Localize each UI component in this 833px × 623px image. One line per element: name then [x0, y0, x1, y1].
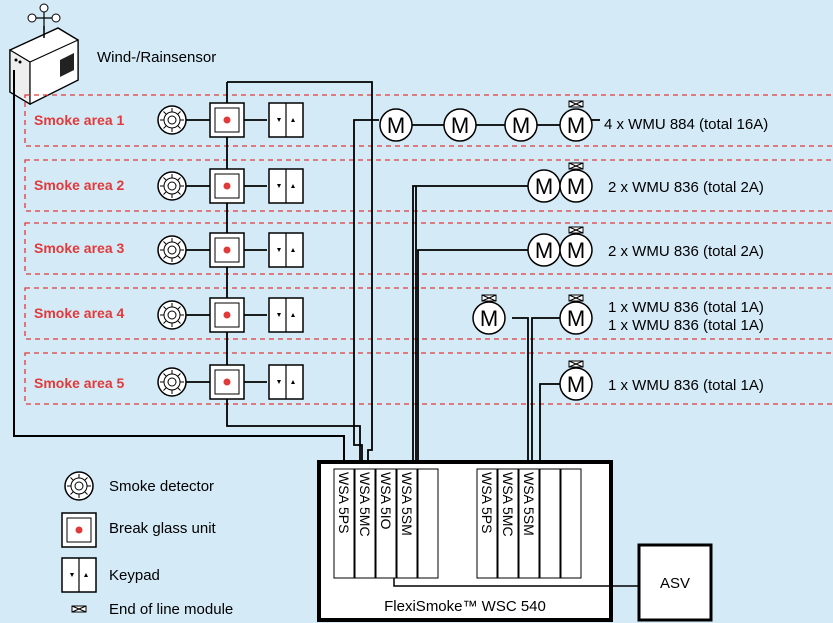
smoke-detector-icon [157, 235, 187, 265]
smoke-area-3-label: Smoke area 3 [34, 240, 124, 256]
legend-break-glass-label: Break glass unit [109, 520, 217, 537]
asv-label: ASV [660, 575, 690, 592]
area-5-motors-label: 1 x WMU 836 (total 1A) [608, 377, 764, 394]
motor-icon: M [504, 108, 538, 142]
smoke-area-5-label: Smoke area 5 [34, 375, 124, 391]
motor-icon: M [559, 367, 593, 401]
keypad-icon [268, 168, 304, 204]
sensor-cable [13, 70, 345, 462]
smoke-area-4-label: Smoke area 4 [34, 305, 124, 321]
motor-icon: M [559, 169, 593, 203]
area-wiring [186, 81, 600, 462]
module-label: WSA 5SM [399, 472, 415, 536]
area-2-motors-label: 2 x WMU 836 (total 2A) [608, 179, 764, 196]
keypad-icon [268, 364, 304, 400]
break-glass-unit-icon [209, 168, 245, 204]
area-1-motors-label: 4 x WMU 884 (total 16A) [604, 116, 768, 133]
break-glass-unit-icon [209, 297, 245, 333]
module-label: WSA 5SM [521, 472, 537, 536]
svg-text:M: M [512, 113, 530, 138]
svg-text:M: M [480, 306, 498, 331]
control-panel: WSA 5PS WSA 5MC WSA 5IO WSA 5SM WSA 5PS … [317, 460, 613, 622]
keypad-icon [268, 232, 304, 268]
smoke-area-1-label: Smoke area 1 [34, 112, 124, 128]
smoke-detector-icon [157, 105, 187, 135]
end-of-line-module-icon [481, 294, 497, 302]
legend: Smoke detector Break glass unit Keypad E… [61, 471, 233, 618]
motor-icon: M [559, 301, 593, 335]
end-of-line-module-icon [568, 294, 584, 302]
keypad-icon [268, 297, 304, 333]
legend-keypad-icon [61, 557, 97, 593]
svg-text:M: M [567, 372, 585, 397]
module-label: WSA 5PS [479, 472, 495, 533]
module-label: WSA 5MC [500, 472, 516, 537]
smoke-area-zones [24, 94, 833, 405]
end-of-line-module-icon [568, 100, 584, 108]
motor-icon: M [527, 169, 561, 203]
svg-text:M: M [535, 174, 553, 199]
break-glass-unit-icon [209, 102, 245, 138]
keypad-icon [268, 102, 304, 138]
asv-box [637, 543, 713, 622]
legend-end-of-line-icon [71, 605, 87, 613]
panel-title: FlexiSmoke™ WSC 540 [384, 598, 546, 615]
motor-icon: M [559, 108, 593, 142]
legend-end-of-line-label: End of line module [109, 601, 233, 618]
motor-icon: M [559, 233, 593, 267]
svg-text:M: M [567, 238, 585, 263]
motor-icon: M [379, 108, 413, 142]
motor-icon: M [443, 108, 477, 142]
asv-cable [393, 578, 640, 587]
svg-text:M: M [387, 113, 405, 138]
svg-text:M: M [451, 113, 469, 138]
motor-wiring [412, 124, 560, 462]
sensor-label: Wind-/Rainsensor [97, 49, 216, 66]
legend-smoke-detector-label: Smoke detector [109, 478, 214, 495]
smoke-area-2-label: Smoke area 2 [34, 177, 124, 193]
legend-smoke-detector-icon [64, 471, 94, 501]
smoke-detector-icon [157, 367, 187, 397]
module-label: WSA 5IO [378, 472, 394, 530]
area-4-motors-label-1: 1 x WMU 836 (total 1A) [608, 299, 764, 316]
area-3-motors-label: 2 x WMU 836 (total 2A) [608, 243, 764, 260]
area-4-motors-label-2: 1 x WMU 836 (total 1A) [608, 317, 764, 334]
motor-icon: M [472, 301, 506, 335]
svg-text:M: M [535, 238, 553, 263]
svg-text:M: M [567, 306, 585, 331]
module-label: WSA 5PS [336, 472, 352, 533]
legend-break-glass-icon [61, 512, 97, 548]
motor-icon: M [527, 233, 561, 267]
svg-text:M: M [567, 174, 585, 199]
end-of-line-module-icon [568, 360, 584, 368]
smoke-detector-icon [157, 171, 187, 201]
smoke-detector-icon [157, 300, 187, 330]
module-label: WSA 5MC [357, 472, 373, 537]
legend-keypad-label: Keypad [109, 567, 160, 584]
end-of-line-module-icon [568, 226, 584, 234]
end-of-line-module-icon [568, 162, 584, 170]
break-glass-unit-icon [209, 232, 245, 268]
break-glass-unit-icon [209, 364, 245, 400]
wind-rain-sensor-icon [9, 3, 79, 106]
svg-text:M: M [567, 113, 585, 138]
